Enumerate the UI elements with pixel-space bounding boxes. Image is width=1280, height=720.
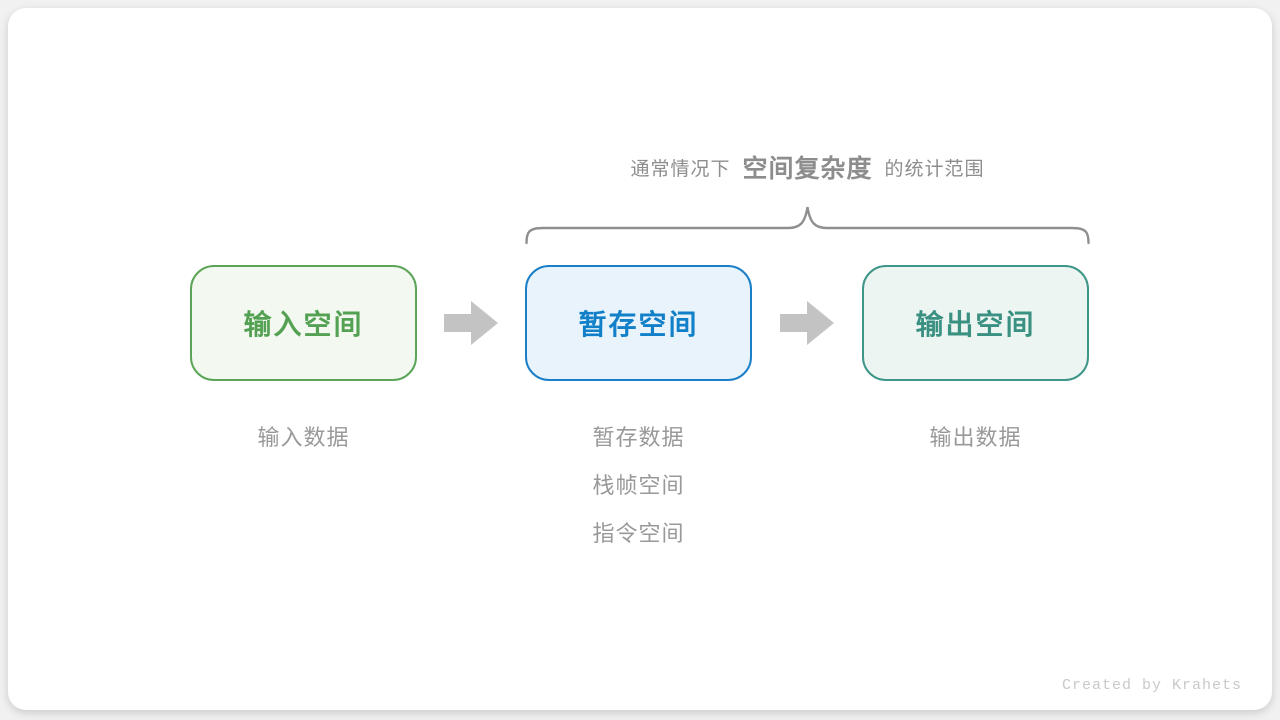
title-prefix: 通常情况下 [630,158,731,180]
temp-space-sublabels: 暂存数据 栈帧空间 指令空间 [525,414,752,558]
title-highlight: 空间复杂度 [742,155,873,183]
input-space-sublabels: 输入数据 [190,414,417,462]
sublabel: 栈帧空间 [592,473,685,498]
temp-space-box: 暂存空间 [525,265,752,381]
sublabel: 指令空间 [592,521,685,546]
right-arrow-icon [780,301,834,345]
sublabel: 输出数据 [929,425,1022,450]
right-arrow-icon [444,301,498,345]
input-space-box: 输入空间 [190,265,417,381]
sublabel: 暂存数据 [592,425,685,450]
temp-space-label: 暂存空间 [578,309,699,340]
credit-text: Created by Krahets [1061,677,1242,694]
diagram-card: 通常情况下 空间复杂度 的统计范围 输入空间 暂存空间 输出空间 输入数据 暂存… [8,8,1272,710]
sublabel: 输入数据 [257,425,350,450]
curly-brace-icon [525,201,1090,245]
output-space-box: 输出空间 [862,265,1089,381]
output-space-label: 输出空间 [915,309,1036,340]
diagram-title: 通常情况下 空间复杂度 的统计范围 [525,148,1090,186]
output-space-sublabels: 输出数据 [862,414,1089,462]
input-space-label: 输入空间 [243,309,364,340]
title-suffix: 的统计范围 [884,158,985,180]
